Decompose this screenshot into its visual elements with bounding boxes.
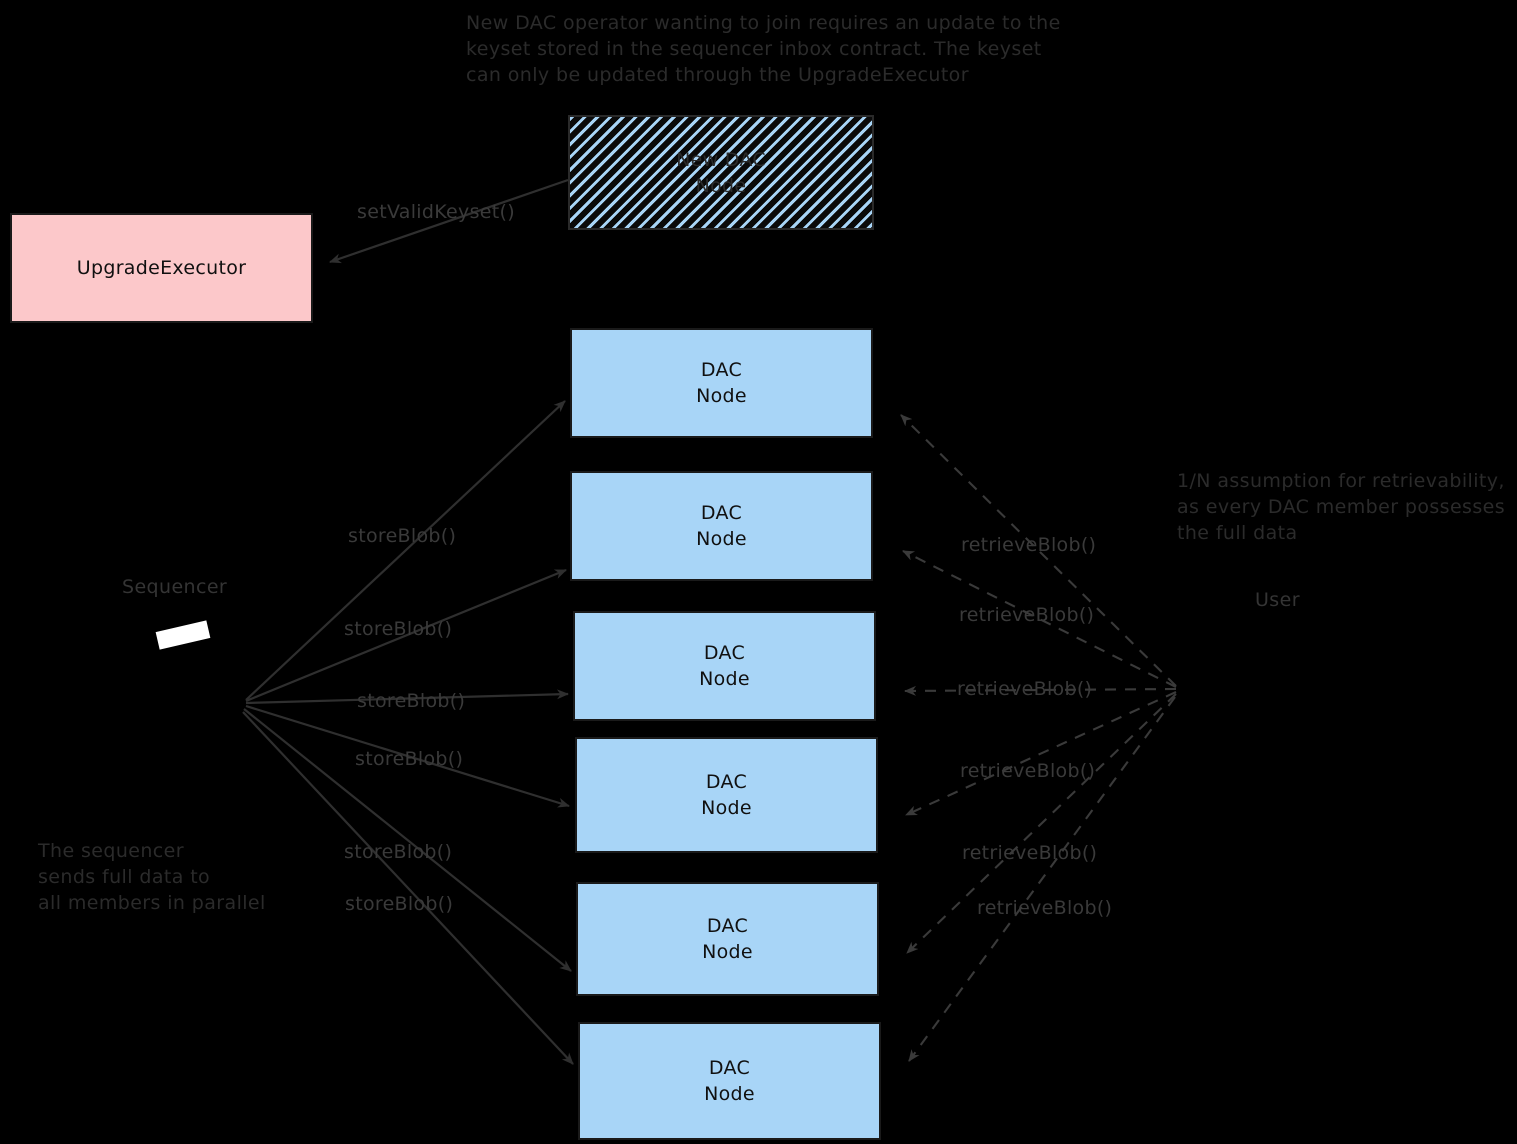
edge-label-store-blob-5: storeBlob(): [344, 841, 453, 863]
note-right: 1/N assumption for retrievability, as ev…: [1177, 470, 1506, 544]
edge-label-retrieve-blob-3: retrieveBlob(): [957, 678, 1093, 700]
user-label: User: [1255, 589, 1300, 611]
edge-label-store-blob-6: storeBlob(): [345, 893, 454, 915]
edge-label-store-blob-4: storeBlob(): [355, 748, 464, 770]
edge-retrieve-blob-group: [900, 414, 1177, 1062]
sequencer-icon: [155, 620, 211, 650]
edge-label-retrieve-blob-6: retrieveBlob(): [977, 897, 1113, 919]
dac-node-box-5[interactable]: DAC Node: [576, 882, 879, 996]
dac-node-box-2[interactable]: DAC Node: [570, 471, 873, 581]
edge-label-retrieve-blob-2: retrieveBlob(): [959, 604, 1095, 626]
edge-label-set-valid-keyset: setValidKeyset(): [357, 201, 515, 223]
sequencer-label: Sequencer: [122, 576, 228, 598]
dac-node-box-1[interactable]: DAC Node: [570, 328, 873, 438]
edge-label-store-blob-1: storeBlob(): [348, 525, 457, 547]
edge-label-retrieve-blob-4: retrieveBlob(): [960, 760, 1096, 782]
note-top: New DAC operator wanting to join require…: [466, 12, 1061, 86]
edge-store-blob-group: [242, 400, 574, 1065]
new-dac-node-box[interactable]: New DAC Node: [568, 115, 874, 230]
dac-node-box-6[interactable]: DAC Node: [578, 1022, 881, 1140]
edge-label-store-blob-2: storeBlob(): [344, 618, 453, 640]
upgrade-executor-box[interactable]: UpgradeExecutor: [10, 213, 313, 323]
edge-label-store-blob-3: storeBlob(): [357, 690, 466, 712]
note-bottom-left: The sequencer sends full data to all mem…: [38, 840, 266, 914]
edge-label-retrieve-blob-1: retrieveBlob(): [961, 534, 1097, 556]
edge-label-retrieve-blob-5: retrieveBlob(): [962, 842, 1098, 864]
dac-node-box-3[interactable]: DAC Node: [573, 611, 876, 721]
dac-node-box-4[interactable]: DAC Node: [575, 737, 878, 853]
